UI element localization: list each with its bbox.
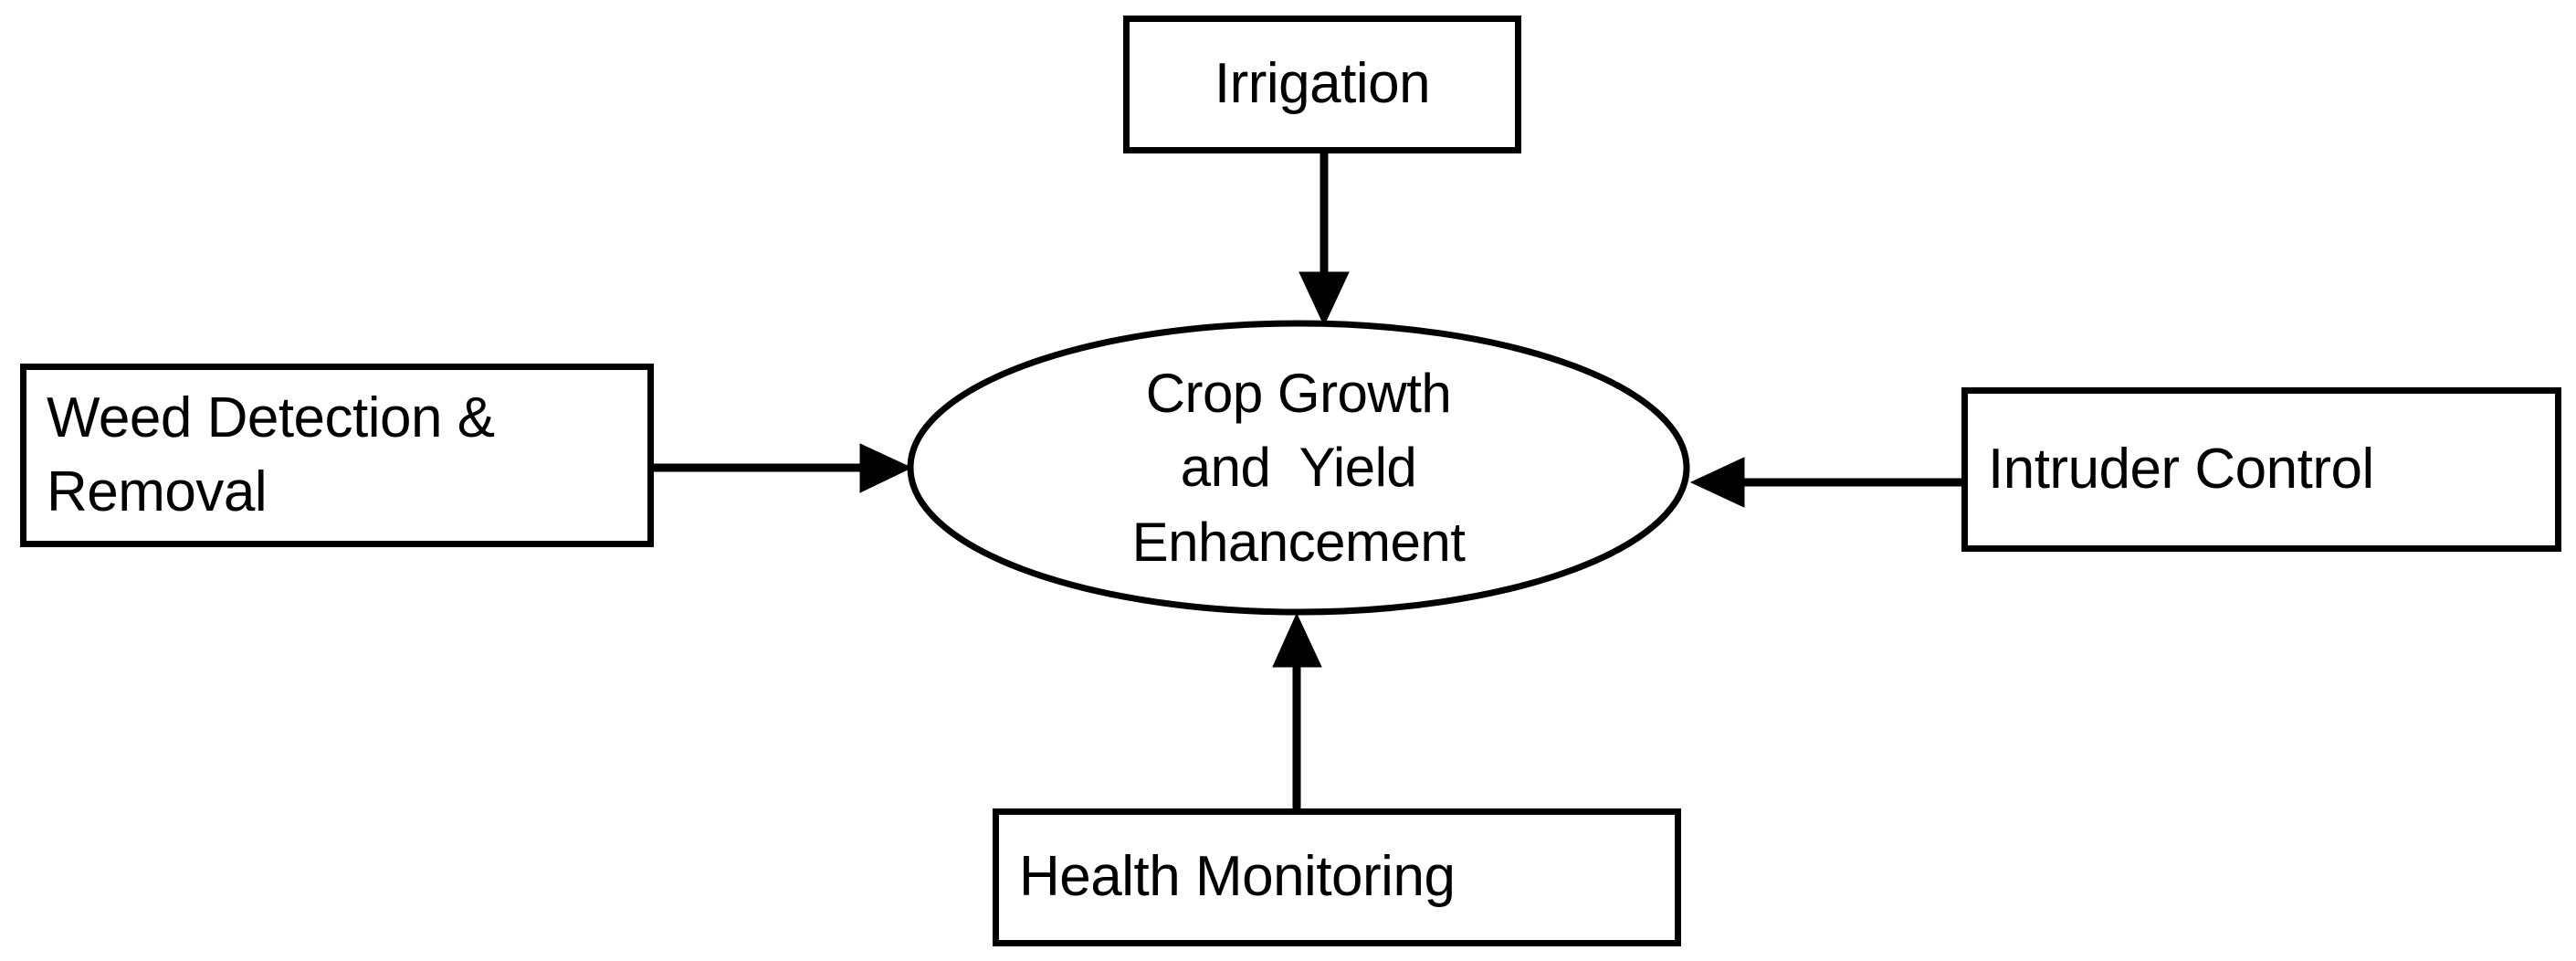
- core-label-line-3: Enhancement: [1131, 511, 1466, 573]
- node-intruder-line-1: Intruder Control: [1988, 437, 2374, 501]
- edge-intruder-arrowhead: [1689, 457, 1745, 508]
- edge-irrigation-to-center: [1299, 153, 1350, 327]
- node-intruder-control[interactable]: Intruder Control: [1961, 387, 2561, 552]
- node-crop-growth-yield-enhancement[interactable]: Crop Growth and Yield Enhancement: [906, 320, 1691, 616]
- edge-health-to-center: [1272, 612, 1322, 809]
- node-weed-line-2: Removal: [47, 459, 268, 523]
- node-irrigation-line-1: Irrigation: [1214, 52, 1431, 116]
- node-weed-detection-removal[interactable]: Weed Detection & Removal: [20, 364, 654, 547]
- edge-irrigation-arrowhead: [1299, 271, 1350, 327]
- core-label-line-1: Crop Growth: [1145, 362, 1452, 424]
- node-weed-line-1: Weed Detection &: [47, 385, 495, 449]
- core-label-group: Crop Growth and Yield Enhancement: [906, 320, 1691, 616]
- edge-intruder-to-center: [1689, 457, 1963, 508]
- edge-weed-to-center: [654, 443, 913, 493]
- edge-health-arrowhead: [1272, 612, 1322, 668]
- node-health-line-1: Health Monitoring: [1019, 845, 1456, 909]
- node-irrigation[interactable]: Irrigation: [1123, 16, 1521, 153]
- node-health-monitoring[interactable]: Health Monitoring: [993, 808, 1681, 946]
- edge-weed-arrowhead: [859, 443, 913, 493]
- core-label-line-2: and Yield: [1180, 437, 1417, 499]
